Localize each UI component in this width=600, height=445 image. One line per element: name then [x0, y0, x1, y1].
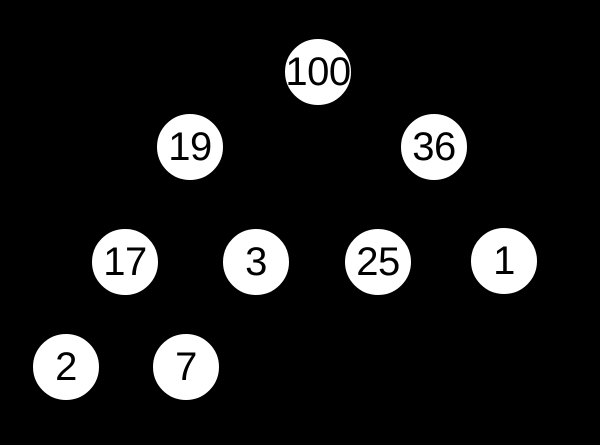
- tree-node-label: 100: [285, 50, 351, 94]
- tree-node-25: 25: [343, 227, 413, 297]
- tree-node-label: 3: [245, 240, 267, 284]
- tree-node-17: 17: [90, 227, 160, 297]
- tree-node-label: 2: [55, 345, 77, 389]
- tree-node-7: 7: [151, 332, 221, 402]
- tree-node-2: 2: [31, 332, 101, 402]
- tree-node-100: 100: [283, 37, 353, 107]
- tree-node-label: 1: [493, 239, 515, 283]
- tree-node-label: 36: [412, 125, 456, 169]
- tree-node-label: 25: [356, 240, 400, 284]
- tree-node-3: 3: [221, 227, 291, 297]
- tree-node-label: 7: [175, 345, 197, 389]
- tree-node-label: 17: [103, 240, 147, 284]
- tree-node-19: 19: [155, 112, 225, 182]
- tree-node-label: 19: [168, 125, 212, 169]
- tree-node-1: 1: [469, 226, 539, 296]
- tree-node-36: 36: [399, 112, 469, 182]
